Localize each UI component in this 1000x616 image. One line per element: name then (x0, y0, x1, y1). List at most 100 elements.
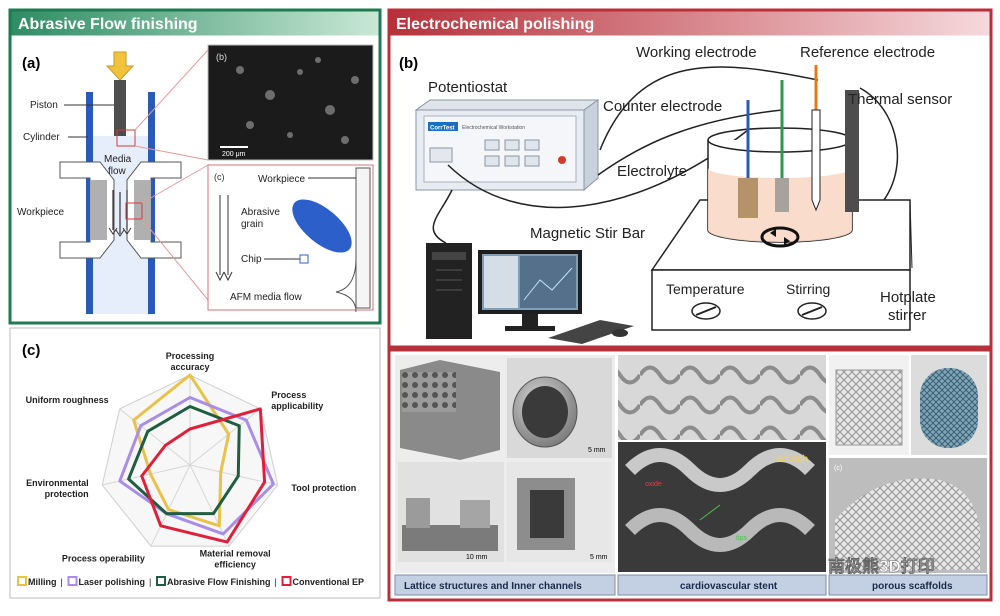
potentiostat-brand: CorrTest (430, 126, 455, 132)
mouse (612, 329, 628, 337)
counter-electrode-plate (775, 178, 789, 212)
gallery-panel: 5 mm 10 mm 5 mm scratch oxide tips (c) L… (387, 348, 993, 602)
hotplate-line-2: stirrer (888, 307, 926, 324)
cable-working (447, 129, 749, 209)
cable-pc (432, 189, 453, 244)
potentiostat-power-switch (429, 147, 453, 163)
radar-axis-label-line: Environmental (26, 478, 89, 488)
ep-panel-label: (b) (399, 55, 418, 72)
pc-drive-bay (432, 252, 466, 260)
inset-label: (c) (214, 172, 225, 182)
radar-series-polygon (132, 373, 231, 528)
pc-vents (436, 269, 462, 291)
potentiostat-brand-badge (428, 122, 458, 131)
channel-block-right (460, 500, 490, 528)
hotplate-edge (909, 199, 913, 269)
ep-title: Electrochemical polishing (396, 16, 594, 33)
radar-axis-label-line: applicability (271, 401, 323, 411)
afm-panel: Abrasive Flow finishing (a) Piston Cylin… (8, 8, 382, 325)
ep-title-bar (390, 11, 990, 36)
radar-series-polygon (140, 407, 267, 544)
potentiostat-label: Potentiostat (428, 79, 508, 96)
media-flow-label: Media flow (104, 154, 134, 177)
temperature-label: Temperature (666, 281, 745, 297)
potentiostat-side (583, 99, 599, 192)
radar-axis-label-line: Process (271, 390, 306, 400)
hotplate-front (651, 269, 911, 331)
legend-separator: | (149, 577, 151, 587)
monitor-plot-line (523, 267, 573, 301)
zoom-box-top (116, 129, 136, 147)
legend-label: Laser polishing (79, 577, 146, 587)
working-electrode-label: Working electrode (636, 44, 757, 61)
radar-spoke (119, 408, 191, 466)
media-flow-line-2: flow (108, 166, 127, 177)
legend-label: Conventional EP (293, 577, 365, 587)
potentiostat-indicator (558, 156, 566, 164)
piston-label: Piston (30, 100, 58, 111)
inset-flow-lines (219, 195, 229, 275)
stir-rotation-icon (770, 229, 790, 245)
radar-series (118, 373, 275, 544)
stent-scratch-label: scratch (776, 454, 808, 465)
piston-rod (114, 80, 126, 136)
channel-block-base (402, 525, 498, 551)
working-electrode-plate (738, 178, 758, 218)
radar-axis-label: Uniform roughness (26, 395, 109, 405)
micrograph-label: (b) (216, 52, 227, 62)
tube-inner (522, 386, 568, 438)
stirring-knob-marker (801, 306, 823, 316)
caption-lattice: Lattice structures and Inner channels (404, 581, 582, 592)
radar-axis-label-line: Processing (166, 351, 215, 361)
reference-electrode-tube (811, 109, 821, 212)
caption-lattice-box (394, 574, 616, 596)
counter-electrode-label: Counter electrode (603, 98, 722, 115)
stent-strut-1 (625, 448, 815, 492)
flow-arrowheads-icon (108, 227, 132, 237)
stent-strut-2 (625, 508, 815, 552)
radar-axis-label-line: Material removal (200, 549, 271, 559)
radar-spoke (189, 408, 261, 466)
monitor-window-right (520, 256, 576, 308)
caption-stent: cardiovascular stent (680, 581, 778, 592)
square-scale-label: 5 mm (590, 554, 608, 561)
stent-tips-marker (699, 504, 721, 521)
radar-axis-label: Process operability (62, 554, 145, 564)
zoom-box-workpiece (125, 202, 143, 220)
legend-separator: | (275, 577, 277, 587)
afm-title: Abrasive Flow finishing (18, 16, 198, 33)
ep-panel: Electrochemical polishing (b) Potentiost… (387, 8, 993, 349)
scaffold-panel-label: (c) (834, 465, 842, 472)
reference-electrode-label: Reference electrode (800, 44, 935, 61)
legend-label: Milling (28, 577, 57, 587)
stir-bar-icon (760, 226, 800, 248)
radar-axis-label-line: accuracy (170, 362, 209, 372)
caption-scaffold-box (828, 574, 988, 596)
legend-swatch (281, 576, 292, 586)
zoom-line-4 (141, 218, 209, 301)
zoom-line-2 (134, 145, 209, 161)
abrasive-line-1: Abrasive (241, 207, 280, 218)
inset-wall (335, 168, 357, 313)
media-flow-line-1: Media (104, 154, 132, 165)
lattice-cube-face (402, 372, 456, 412)
thermal-sensor-label: Thermal sensor (848, 91, 952, 108)
caption-stent-box (617, 574, 827, 596)
legend-swatch (17, 576, 27, 586)
inset-workpiece (355, 167, 371, 309)
potentiostat-model: Electrochemical Workstation (462, 125, 525, 131)
monitor-base (505, 326, 555, 331)
potentiostat-top (414, 99, 600, 111)
square-tube-inner (530, 490, 564, 538)
micrograph-image (207, 44, 374, 161)
micrograph-grains (236, 57, 359, 144)
legend-label: Abrasive Flow Finishing (167, 577, 271, 587)
stirring-label: Stirring (786, 281, 830, 297)
electrolyte-label: Electrolyte (617, 163, 687, 180)
cable-counter (597, 109, 783, 176)
scale-bar (220, 146, 248, 148)
scaffold-cube (835, 369, 903, 446)
